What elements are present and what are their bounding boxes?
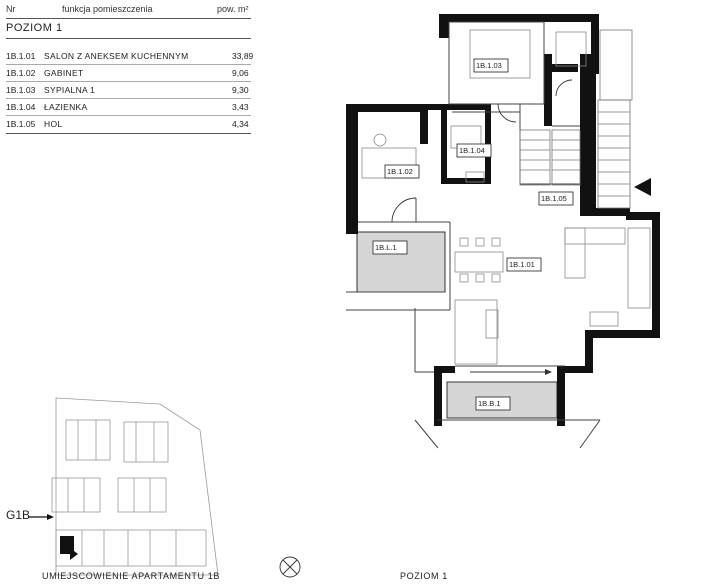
table-divider [6, 18, 251, 19]
table-divider [6, 98, 251, 99]
compass-icon [279, 556, 301, 578]
door-swings [391, 79, 573, 223]
site-caption: UMIEJSCOWIENIE APARTAMENTU 1B [42, 571, 220, 581]
header-nr: Nr [6, 4, 16, 14]
table-divider [6, 133, 251, 134]
room-function: ŁAZIENKA [44, 102, 88, 112]
furniture [361, 29, 651, 365]
table-row: 1B.1.05 HOL 4,34 [0, 119, 260, 131]
balcony-label: 1B.B.1 [478, 399, 501, 408]
site-marker-label: G1B [6, 508, 31, 522]
marker-arrow-icon [47, 514, 54, 520]
header-area: pow. m² [217, 4, 249, 14]
room-area: 3,43 [232, 102, 249, 112]
room-label-102: 1B.1.02 [387, 167, 413, 176]
room-area: 9,06 [232, 68, 249, 78]
room-area: 33,89 [232, 51, 254, 61]
room-area: 9,30 [232, 85, 249, 95]
entrance-arrow-icon [634, 178, 651, 196]
table-divider [6, 38, 251, 39]
room-function: HOL [44, 119, 63, 129]
room-label-105: 1B.1.05 [541, 194, 567, 203]
table-divider [6, 64, 251, 65]
room-function: GABINET [44, 68, 84, 78]
room-label-boxes [372, 58, 574, 411]
table-divider [6, 115, 251, 116]
stairs [519, 29, 633, 209]
room-function: SYPIALNA 1 [44, 85, 96, 95]
room-area: 4,34 [232, 119, 249, 129]
table-row: 1B.1.02 GABINET 9,06 [0, 68, 260, 80]
room-label-104: 1B.1.04 [459, 146, 485, 155]
site-plan [51, 397, 219, 576]
exterior-walls [346, 14, 660, 426]
apartment-location-marker [70, 548, 78, 560]
room-number: 1B.1.01 [6, 51, 36, 61]
room-label-101: 1B.1.01 [509, 260, 535, 269]
room-label-103: 1B.1.03 [476, 61, 502, 70]
room-number: 1B.1.04 [6, 102, 36, 112]
plan-caption: POZIOM 1 [400, 571, 448, 581]
table-divider [6, 81, 251, 82]
room-function: SALON Z ANEKSEM KUCHENNYM [44, 51, 189, 61]
table-row: 1B.1.04 ŁAZIENKA 3,43 [0, 102, 260, 114]
table-row: 1B.1.03 SYPIALNA 1 9,30 [0, 85, 260, 97]
room-number: 1B.1.05 [6, 119, 36, 129]
header-function: funkcja pomieszczenia [62, 4, 153, 14]
sliding-arrow-icon [470, 369, 552, 375]
loggia-label: 1B.L.1 [375, 243, 397, 252]
room-number: 1B.1.03 [6, 85, 36, 95]
table-row: 1B.1.01 SALON Z ANEKSEM KUCHENNYM 33,89 [0, 51, 260, 63]
table-level-title: POZIOM 1 [6, 22, 63, 34]
room-number: 1B.1.02 [6, 68, 36, 78]
